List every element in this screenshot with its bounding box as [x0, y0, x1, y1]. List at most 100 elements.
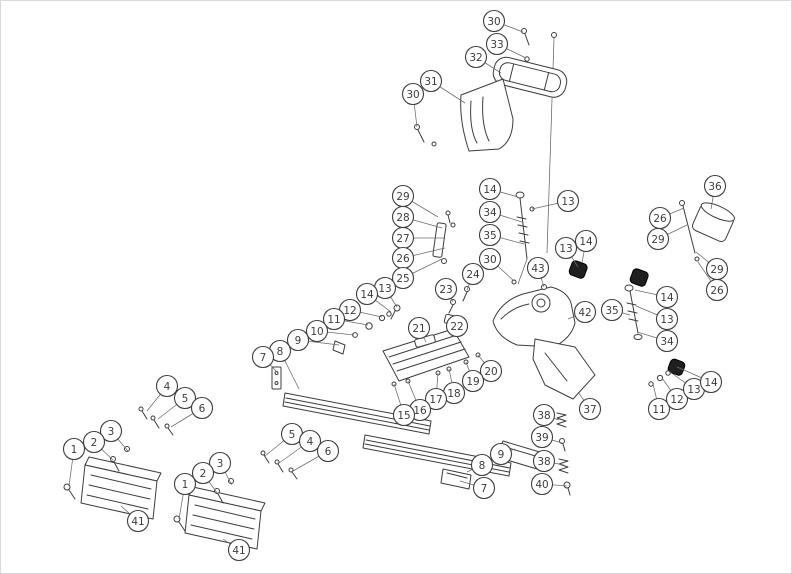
callout-number-13: 13: [378, 283, 391, 295]
part-knob-fastener-cluster: [648, 358, 686, 387]
callout-number-8: 8: [277, 346, 284, 358]
callout-balloon-6: [316, 439, 340, 463]
callout-number-43: 43: [531, 263, 544, 275]
callout-number-13: 13: [559, 243, 572, 255]
callout-number-11: 11: [652, 404, 665, 416]
callout-number-13: 13: [687, 384, 700, 396]
part-screw-pedal-bottom: [414, 124, 437, 147]
part-roller: [691, 202, 736, 243]
callout-number-5: 5: [182, 393, 189, 405]
callout-number-29: 29: [651, 234, 664, 246]
callout-balloon-4: [155, 374, 179, 398]
callout-number-33: 33: [490, 39, 503, 51]
exploded-assembly-drawing: [63, 28, 736, 550]
callout-number-26: 26: [710, 285, 724, 297]
callout-balloon-5: [173, 386, 197, 410]
callout-balloon-39: [530, 425, 554, 449]
callout-number-9: 9: [295, 335, 302, 347]
callout-number-30: 30: [487, 16, 500, 28]
callout-number-8: 8: [479, 460, 486, 472]
callout-balloon-38: [532, 449, 556, 473]
callout-balloon-22: [445, 314, 469, 338]
callout-balloon-14: [478, 177, 502, 201]
callout-number-2: 2: [200, 468, 207, 480]
callout-balloon-34: [478, 200, 502, 224]
callout-number-7: 7: [481, 483, 488, 495]
callout-balloon-10: [305, 319, 329, 343]
callout-balloon-7: [251, 345, 275, 369]
part-screws-left-b: [173, 450, 298, 532]
callout-number-42: 42: [578, 307, 591, 319]
callout-number-11: 11: [327, 314, 340, 326]
callout-balloon-19: [461, 369, 485, 393]
callout-balloon-25: [391, 266, 415, 290]
callout-number-29: 29: [396, 191, 409, 203]
callout-balloon-40: [530, 472, 554, 496]
callout-number-12: 12: [670, 394, 683, 406]
part-base-plate-a: [80, 456, 162, 520]
callout-number-37: 37: [583, 404, 596, 416]
callout-balloon-3: [208, 451, 232, 475]
callout-number-1: 1: [182, 479, 189, 491]
callout-number-25: 25: [396, 273, 409, 285]
callout-number-14: 14: [483, 184, 497, 196]
callout-number-7: 7: [260, 352, 267, 364]
callout-number-22: 22: [450, 321, 463, 333]
part-lock-knob-a: [568, 260, 588, 279]
callout-number-41: 41: [131, 516, 144, 528]
callout-number-3: 3: [108, 426, 115, 438]
callout-balloon-41: [227, 538, 251, 562]
callout-balloon-35: [600, 298, 624, 322]
callout-number-31: 31: [424, 76, 437, 88]
part-pin-spring-right: [624, 284, 643, 340]
callout-number-6: 6: [199, 403, 206, 415]
callout-balloon-14: [655, 285, 679, 309]
callout-number-35: 35: [483, 230, 496, 242]
callout-balloon-15: [392, 403, 416, 427]
callout-number-24: 24: [466, 269, 480, 281]
callout-number-4: 4: [164, 381, 171, 393]
callout-number-23: 23: [439, 284, 452, 296]
callout-number-4: 4: [307, 436, 314, 448]
callout-balloon-6: [190, 396, 214, 420]
part-main-body: [492, 284, 576, 348]
callout-number-13: 13: [660, 314, 673, 326]
callout-balloon-36: [703, 174, 727, 198]
callout-number-38: 38: [537, 456, 550, 468]
callout-balloon-12: [665, 387, 689, 411]
callout-number-30: 30: [483, 254, 496, 266]
callout-number-39: 39: [535, 432, 548, 444]
part-foot-pedal: [492, 56, 568, 98]
callout-balloon-32: [464, 45, 488, 69]
callout-balloon-17: [424, 387, 448, 411]
callout-balloon-20: [479, 359, 503, 383]
callout-number-28: 28: [396, 212, 409, 224]
callout-number-36: 36: [708, 181, 722, 193]
callout-balloon-33: [485, 32, 509, 56]
callout-number-26: 26: [396, 253, 410, 265]
part-base-plate-b: [184, 486, 266, 550]
part-pedal-base: [460, 78, 514, 152]
callout-balloon-35: [478, 223, 502, 247]
callout-balloon-13: [655, 307, 679, 331]
callout-number-5: 5: [289, 429, 296, 441]
part-pin-spring-left: [511, 191, 535, 285]
callout-balloon-13: [554, 236, 578, 260]
callout-balloon-21: [407, 316, 431, 340]
part-arm: [532, 338, 596, 400]
callout-balloon-14: [355, 282, 379, 306]
callout-number-14: 14: [660, 292, 674, 304]
callout-number-26: 26: [653, 213, 667, 225]
callout-balloon-34: [655, 329, 679, 353]
part-end-cap: [440, 468, 472, 490]
callout-number-40: 40: [535, 479, 548, 491]
callout-number-9: 9: [498, 449, 505, 461]
callout-balloon-14: [574, 229, 598, 253]
callout-balloons-layer: 3033323130292827262514343530131413433626…: [62, 9, 729, 562]
part-end-bracket-left: [271, 366, 282, 390]
callout-balloon-13: [556, 189, 580, 213]
callout-balloon-2: [82, 430, 106, 454]
callout-number-30: 30: [406, 89, 419, 101]
callout-balloon-42: [573, 300, 597, 324]
